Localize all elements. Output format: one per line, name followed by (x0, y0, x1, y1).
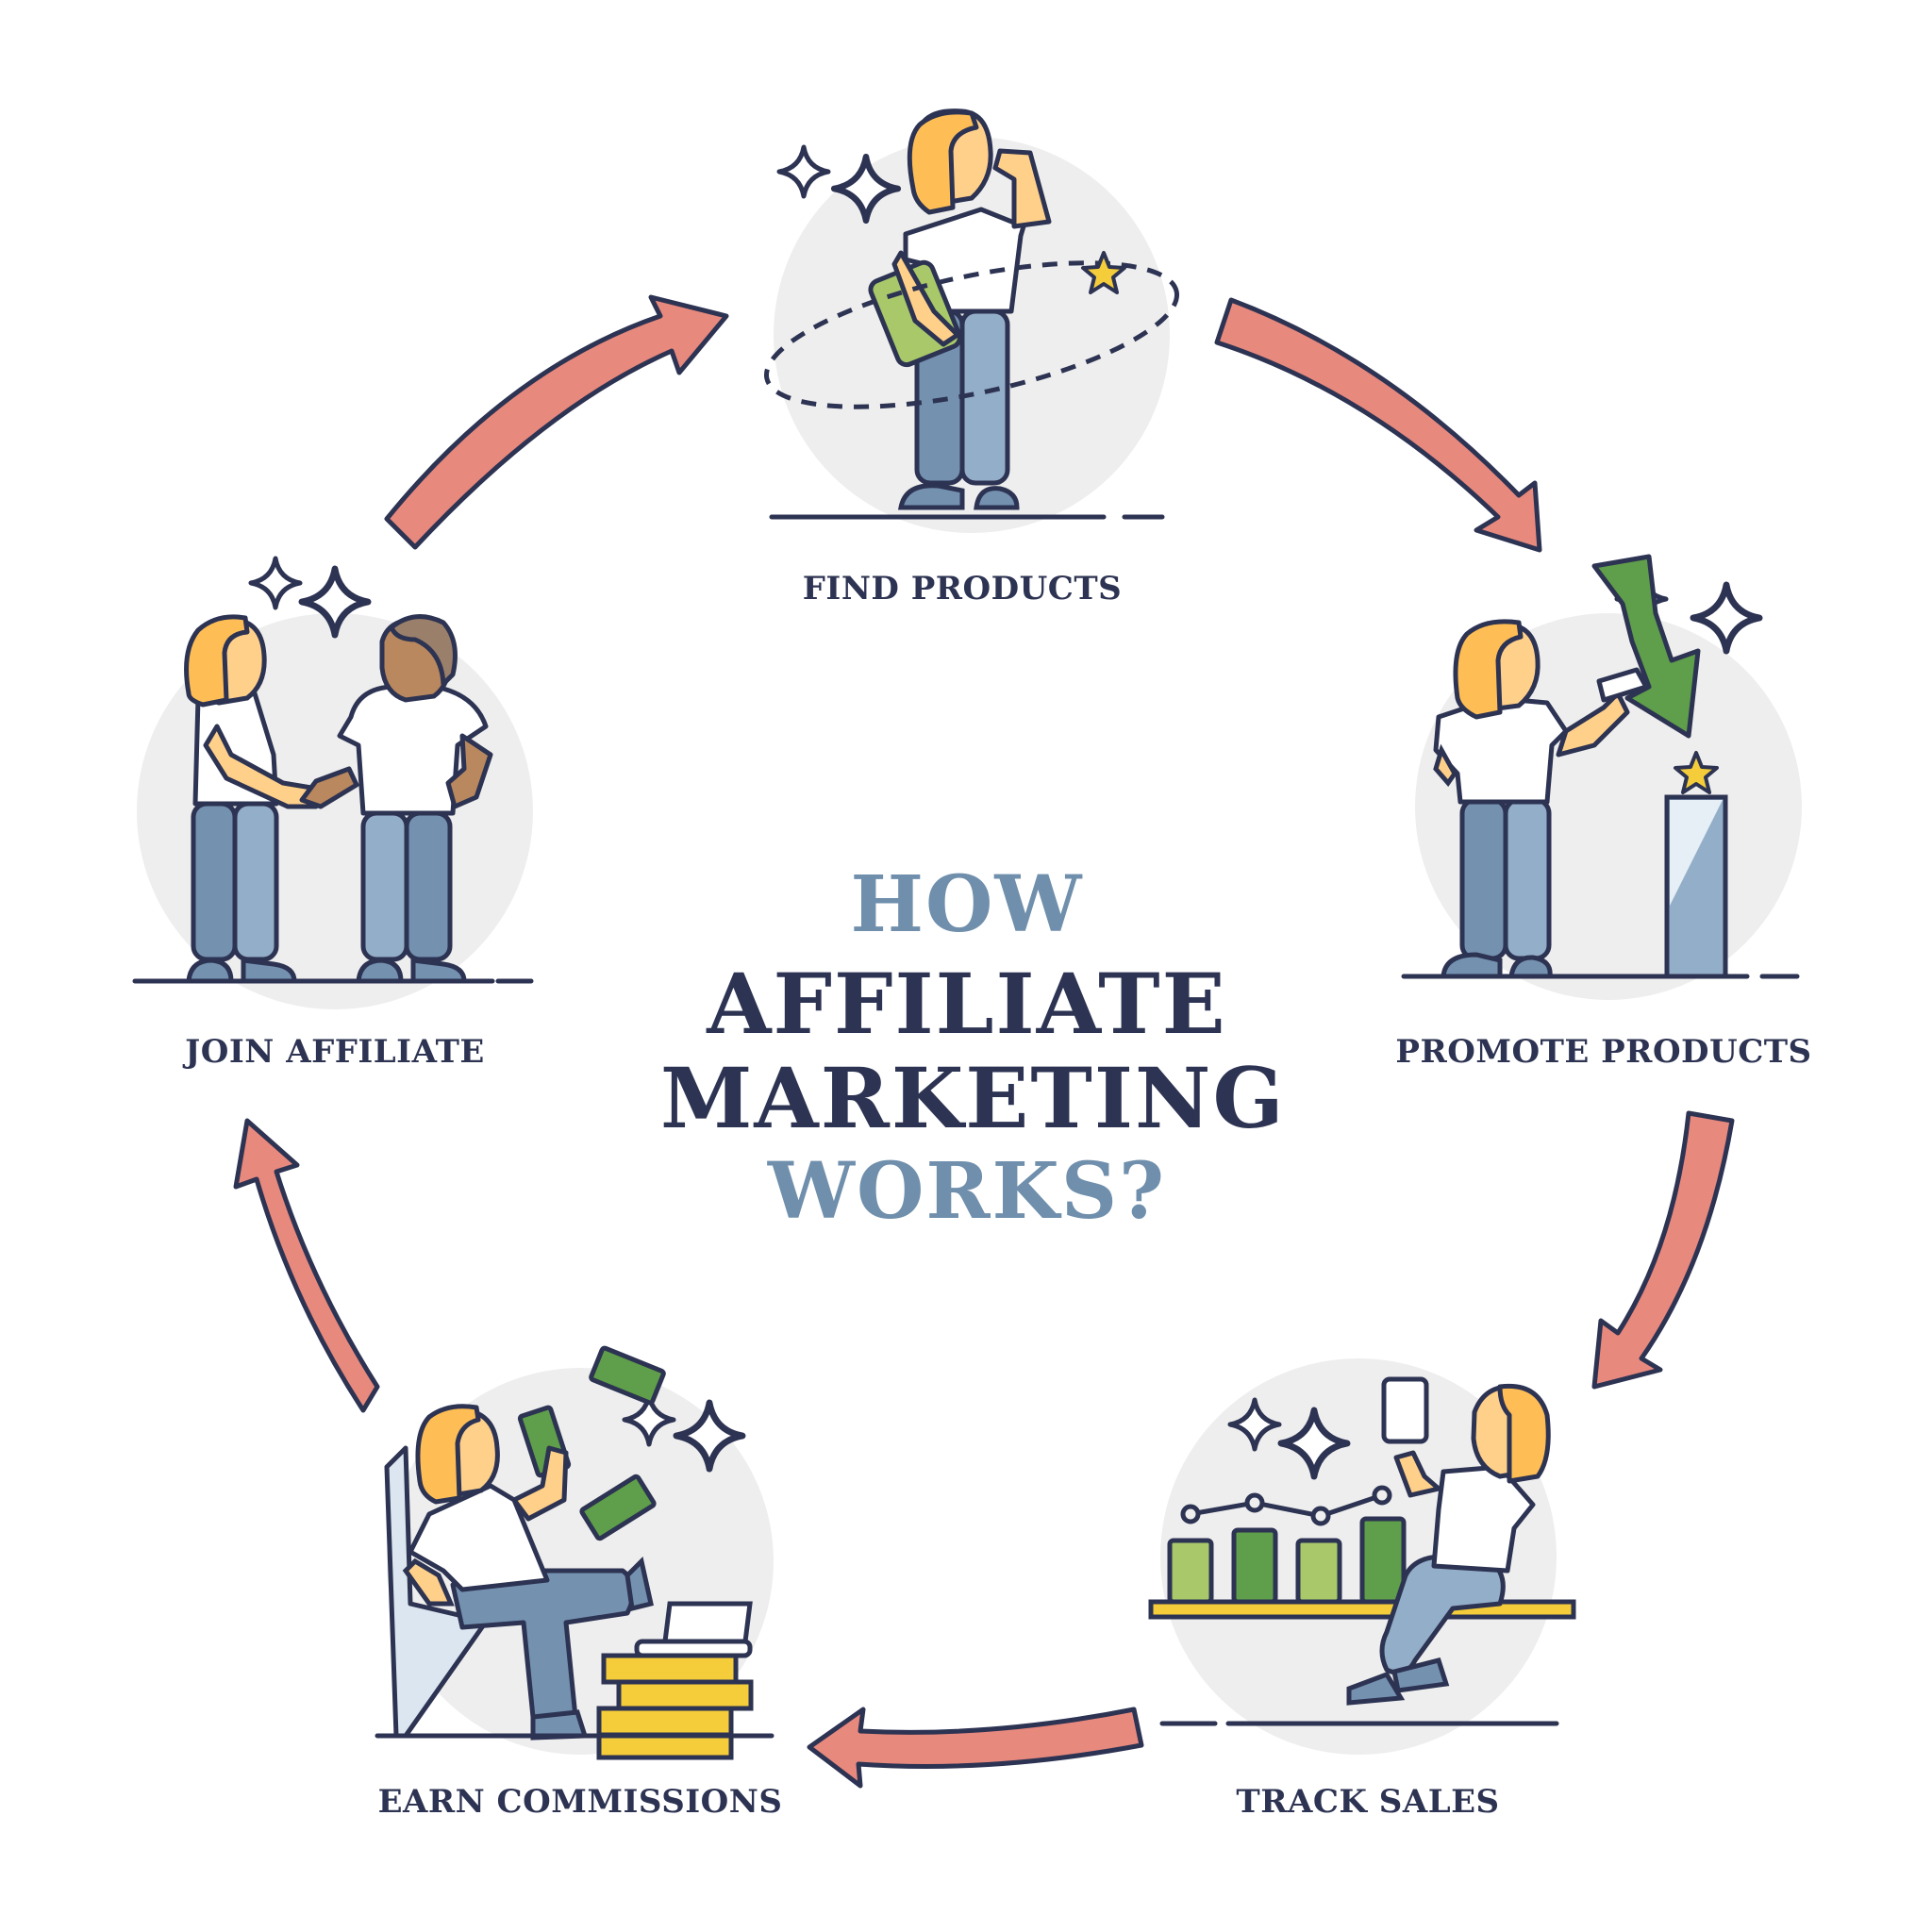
step-label-earn-commissions: EARN COMMISSIONS (377, 1783, 783, 1821)
step-label-promote-products: PROMOTE PRODUCTS (1395, 1033, 1812, 1071)
title-line-works: WORKS? (767, 1146, 1167, 1237)
step-join-affiliate-illustration (132, 558, 534, 1009)
arrow-find-to-promote (1214, 297, 1542, 553)
arrow-promote-to-track (1591, 1110, 1735, 1390)
arrow-track-to-earn (807, 1707, 1144, 1789)
step-label-find-products: FIND PRODUCTS (802, 570, 1123, 608)
title-line-marketing: MARKETING (660, 1049, 1286, 1147)
sparkle-icon (779, 147, 828, 196)
step-promote-products-illustration (1401, 554, 1802, 1000)
background-circle (1160, 1358, 1557, 1755)
arrow-join-to-find (384, 294, 729, 550)
step-label-join-affiliate: JOIN AFFILIATE (185, 1033, 485, 1071)
title-line-affiliate: AFFILIATE (707, 955, 1227, 1053)
step-find-products-illustration (763, 108, 1180, 533)
step-track-sales-illustration (1148, 1358, 1576, 1755)
arrow-earn-to-join (233, 1118, 380, 1413)
title-line-how: HOW (850, 859, 1084, 950)
step-label-track-sales: TRACK SALES (1236, 1783, 1500, 1821)
step-earn-commissions-illustration (375, 1345, 774, 1760)
